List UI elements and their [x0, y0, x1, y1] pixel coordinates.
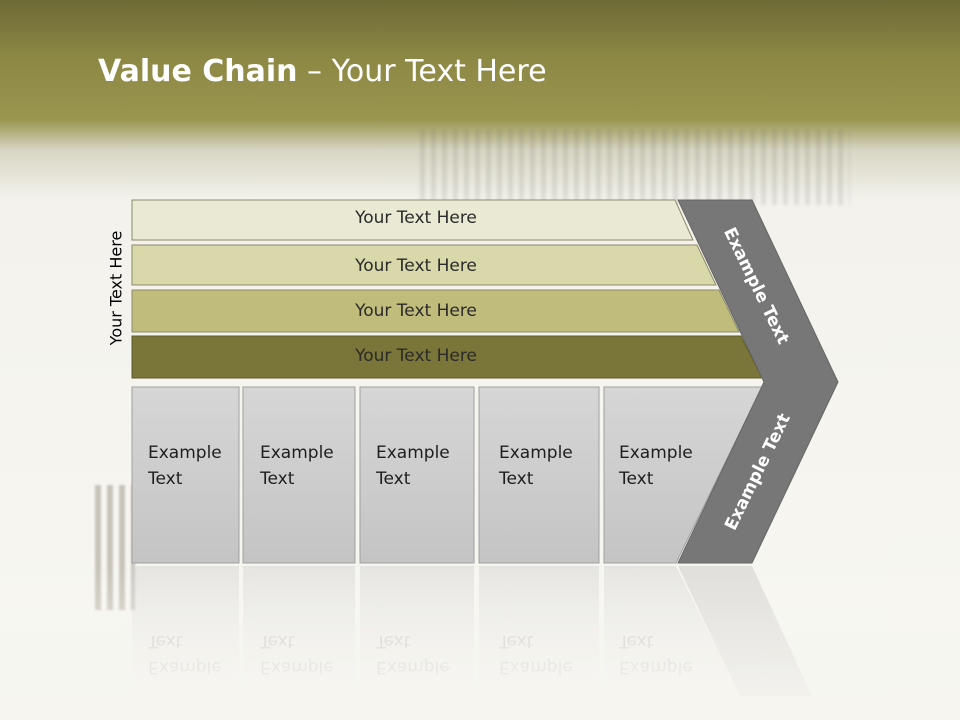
box-4-line1: Example: [499, 443, 573, 463]
box-3-line1: Example: [376, 443, 450, 463]
bar-1-label: Your Text Here: [355, 208, 477, 228]
slide-title: Value Chain – Your Text Here: [98, 54, 547, 89]
box-1-line2: Text: [148, 469, 183, 489]
box-4-line2: Text: [499, 469, 534, 489]
box-1: [131, 386, 240, 564]
bar-4-label: Your Text Here: [355, 346, 477, 366]
box-1-line1: Example: [148, 443, 222, 463]
bar-2-label: Your Text Here: [355, 256, 477, 276]
title-bold: Value Chain: [98, 54, 298, 89]
bar-3-label: Your Text Here: [355, 301, 477, 321]
chevron-arrow: [677, 199, 839, 564]
title-rest: – Your Text Here: [297, 54, 547, 89]
box-5-line1: Example: [619, 443, 693, 463]
reflection-fade: [0, 566, 960, 720]
box-5: [603, 386, 763, 564]
box-2: [242, 386, 356, 564]
bar-3: [131, 289, 740, 333]
box-3: [359, 386, 475, 564]
box-2-line1: Example: [260, 443, 334, 463]
box-2-line2: Text: [260, 469, 295, 489]
crowd-background-image: [420, 130, 850, 205]
bar-2: [131, 244, 717, 286]
box-5-line2: Text: [619, 469, 654, 489]
box-3-line2: Text: [376, 469, 411, 489]
bar-1: [131, 199, 694, 241]
box-4: [478, 386, 600, 564]
